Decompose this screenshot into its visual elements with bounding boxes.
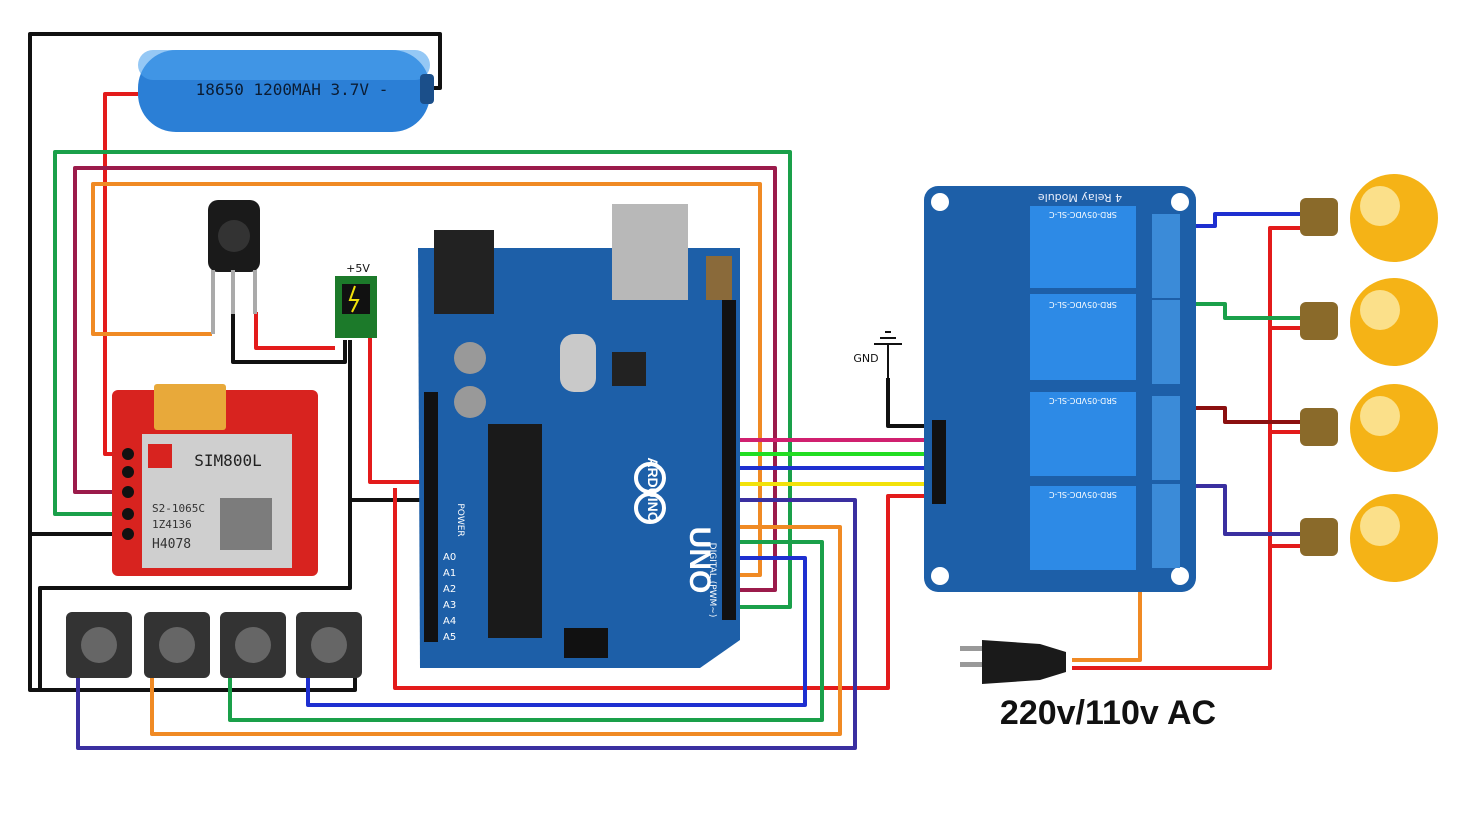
gsm-text-1: S2-1065C [152, 502, 205, 515]
battery: 18650 1200MAH 3.7V - [138, 50, 434, 132]
push-button-1 [66, 612, 132, 678]
relay-1: SRD-05VDC-SL-C [1030, 206, 1136, 288]
push-button-2 [144, 612, 210, 678]
ac-plug [960, 640, 1066, 684]
voltage-regulator: +5V [335, 262, 377, 338]
arduino-uno: ARDUINO UNO DIGITAL (PWM~) POWER A0 A1 A… [418, 204, 740, 668]
regulator-label: +5V [346, 262, 370, 275]
relay-module-label: 4 Relay Module [1038, 191, 1122, 204]
ground-symbol: GND [853, 331, 902, 378]
relay-text: SRD-05VDC-SL-C [1049, 396, 1117, 405]
arduino-power-label: POWER [455, 503, 465, 536]
wire-ir-gnd [231, 312, 347, 364]
bulb-2 [1300, 278, 1438, 366]
gsm-text-2: 1Z4136 [152, 518, 192, 531]
arduino-header-left [424, 392, 438, 642]
wires [28, 32, 1305, 750]
analog-pin-label: A0 [443, 552, 456, 563]
wire-btn4 [306, 556, 807, 707]
gsm-pins [122, 448, 134, 540]
ir-receiver [208, 200, 260, 334]
arduino-digital-label: DIGITAL (PWM~) [707, 543, 717, 618]
relay-text: SRD-05VDC-SL-C [1049, 300, 1117, 309]
relay-text: SRD-05VDC-SL-C [1049, 490, 1117, 499]
wire-relay-gnd [886, 378, 925, 428]
gsm-name: SIM800L [194, 451, 261, 470]
push-button-3 [220, 612, 286, 678]
wire-ir-vcc [254, 312, 335, 350]
analog-pin-label: A3 [443, 600, 456, 611]
wire-reg-5v [368, 338, 430, 484]
wire-btn2 [150, 525, 842, 736]
wire-green-top [53, 150, 792, 609]
light-bulbs [1300, 174, 1438, 582]
bulb-3 [1300, 384, 1438, 472]
wire-orange-ir [91, 182, 762, 577]
wire-relay-vcc [393, 488, 925, 690]
push-buttons [66, 612, 362, 678]
wire-maroon [73, 166, 777, 592]
analog-pin-label: A2 [443, 584, 456, 595]
analog-pin-label: A5 [443, 632, 456, 643]
relay-3: SRD-05VDC-SL-C [1030, 392, 1136, 476]
relay-terminals [1152, 214, 1180, 568]
arduino-header-digital [722, 300, 736, 620]
bulb-4 [1300, 494, 1438, 582]
battery-label: 18650 1200MAH 3.7V - [196, 80, 389, 99]
relay-text: SRD-05VDC-SL-C [1049, 210, 1117, 219]
wire-reg-gnd [38, 340, 352, 690]
gsm-module: SIM800L S2-1065C 1Z4136 H4078 [112, 384, 318, 576]
power-source-label: 220v/110v AC [1000, 694, 1216, 732]
wire-battery-negative [28, 32, 442, 692]
arduino-analog-labels: A0 A1 A2 A3 A4 A5 [443, 552, 456, 643]
wire-ac-red [1072, 226, 1305, 670]
gsm-text-3: H4078 [152, 537, 191, 552]
relay-4: SRD-05VDC-SL-C [1030, 486, 1136, 570]
arduino-model: UNO [683, 527, 716, 594]
wire-btn1 [76, 498, 857, 750]
bulb-1 [1300, 174, 1438, 262]
analog-pin-label: A1 [443, 568, 456, 579]
relay-module: 4 Relay Module SRD-05VDC-SL-C SRD-05VDC-… [924, 186, 1196, 592]
relay-2: SRD-05VDC-SL-C [1030, 294, 1136, 380]
analog-pin-label: A4 [443, 616, 456, 627]
push-button-4 [296, 612, 362, 678]
ground-label: GND [853, 352, 878, 365]
wire-btn3 [228, 540, 824, 722]
